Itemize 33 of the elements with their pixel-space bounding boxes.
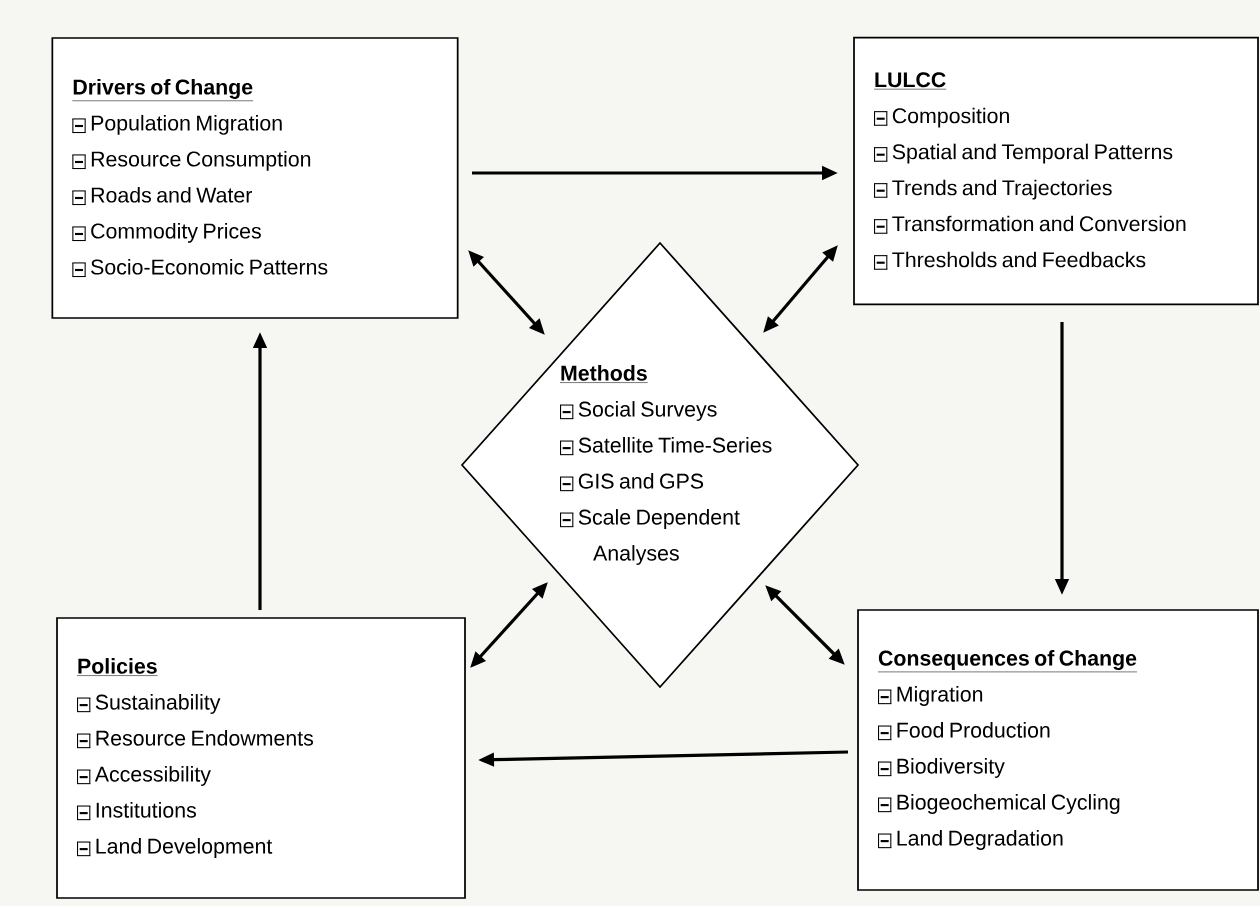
list-item: Land Degradation — [877, 830, 1063, 850]
heading: Drivers of Change — [72, 78, 254, 102]
list-item: Resource Consumption — [71, 150, 311, 171]
list-item: Migration — [877, 686, 983, 706]
list-item: GIS and GPS — [559, 473, 704, 492]
list-item: Spatial and Temporal Patterns — [873, 143, 1173, 164]
list-item: Scale Dependent Analyses — [559, 509, 740, 565]
list-item: Land Development — [76, 838, 273, 858]
list-item: Institutions — [76, 802, 196, 821]
text-box — [56, 617, 466, 899]
list-item: Resource Endowments — [76, 730, 314, 749]
list-item: Transformation and Conversion — [873, 215, 1186, 234]
list-item: Trends and Trajectories — [873, 179, 1112, 200]
list-item: Satellite Time-Series — [559, 437, 772, 456]
list-item: Food Production — [877, 722, 1050, 741]
heading: LULCC — [873, 72, 947, 90]
list-item: Population Migration — [71, 114, 282, 135]
list-item: Social Surveys — [559, 401, 717, 421]
list-item: Thresholds and Feedbacks — [873, 251, 1146, 270]
list-item: Accessibility — [76, 766, 211, 786]
heading: Consequences of Change — [877, 650, 1138, 673]
heading: Policies — [76, 658, 158, 676]
text-box — [857, 609, 1259, 891]
list-item: Sustainability — [76, 694, 221, 714]
list-item: Composition — [873, 107, 1009, 128]
list-item: Socio-Economic Patterns — [71, 258, 328, 278]
list-item: Biogeochemical Cycling — [877, 794, 1120, 814]
text-box — [853, 36, 1259, 306]
text-box — [51, 37, 459, 319]
heading: Methods — [559, 365, 648, 383]
list-item: Commodity Prices — [71, 222, 261, 243]
list-item: Roads and Water — [71, 186, 252, 206]
list-item: Biodiversity — [877, 758, 1005, 778]
